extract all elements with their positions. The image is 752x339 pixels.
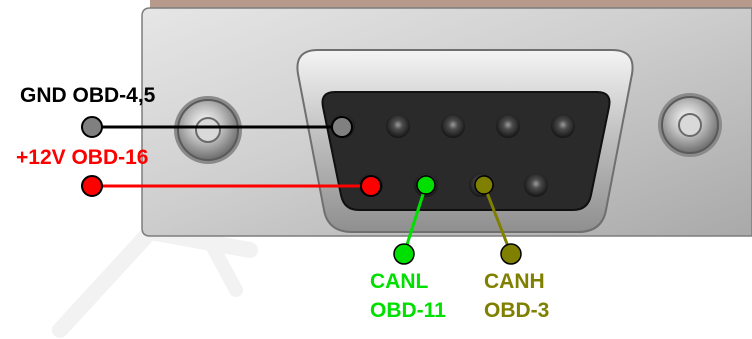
pin-hole [496,114,520,138]
gnd-pin-marker [331,116,353,138]
canh-pin-label: OBD-3 [484,299,550,322]
canl-pin-marker [416,175,436,195]
canl-name-label: CANL [370,270,429,293]
canl-end-marker [393,243,415,265]
pin-hole [524,173,548,197]
v12-pin-marker [360,175,382,197]
canh-end-marker [500,243,522,265]
gnd-end-marker [81,116,103,138]
canh-name-label: CANH [484,270,545,293]
canl-pin-label: OBD-11 [370,299,446,322]
pin-hole [441,114,465,138]
right-screw [658,93,722,157]
gnd-lead [81,116,353,138]
v12-label: +12V OBD-16 [16,146,149,169]
gnd-label: GND OBD-4,5 [20,84,156,107]
left-screw [174,96,242,164]
pin-hole [551,114,575,138]
canh-lead [474,175,522,265]
canh-pin-marker [474,175,494,195]
v12-end-marker [81,175,103,197]
canl-lead [393,175,436,265]
pin-hole [386,114,410,138]
v12-lead [81,175,382,197]
